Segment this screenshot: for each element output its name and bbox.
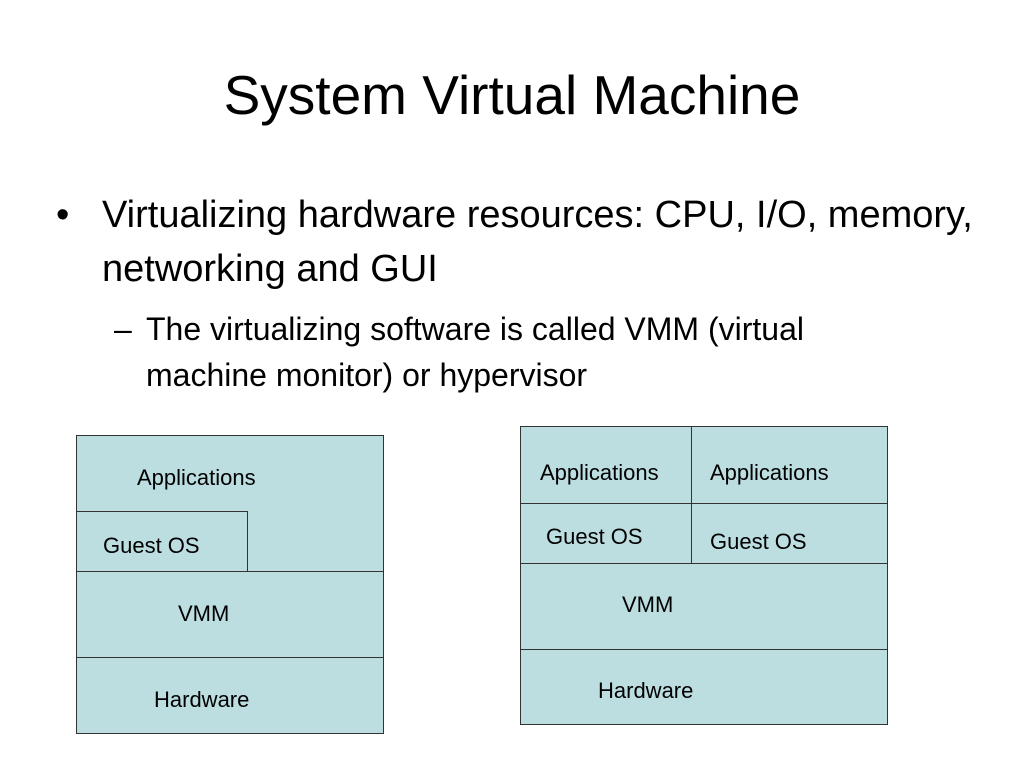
applications-layer-vm1	[520, 426, 692, 504]
guest-os-label-vm1: Guest OS	[546, 524, 643, 549]
guest-os-layer-vm1	[520, 503, 692, 564]
guest-os-layer	[76, 511, 248, 572]
vmm-layer	[76, 571, 384, 658]
slide-title: System Virtual Machine	[223, 64, 801, 126]
hardware-label: Hardware	[154, 687, 250, 712]
vmm-label: VMM	[622, 592, 674, 617]
sub-bullet-point: – The virtualizing software is called VM…	[114, 306, 914, 398]
vmm-label: VMM	[178, 601, 230, 626]
guest-os-label-vm2: Guest OS	[710, 529, 807, 554]
applications-label-vm1: Applications	[540, 460, 659, 485]
bullet-text: Virtualizing hardware resources: CPU, I/…	[102, 194, 973, 290]
guest-os-label: Guest OS	[103, 533, 200, 558]
bullet-marker: •	[56, 194, 70, 236]
applications-layer-vm2	[691, 426, 888, 504]
multi-vm-diagram: Applications Applications Guest OS Guest…	[520, 426, 888, 725]
sub-bullet-marker: –	[114, 311, 132, 347]
hardware-layer	[520, 649, 888, 725]
hardware-layer	[76, 657, 384, 734]
applications-label: Applications	[137, 465, 256, 490]
single-vm-diagram: Applications Guest OS VMM Hardware	[76, 435, 384, 734]
applications-label-vm2: Applications	[710, 460, 829, 485]
hardware-label: Hardware	[598, 678, 694, 703]
sub-bullet-text: The virtualizing software is called VMM …	[146, 311, 804, 393]
vmm-layer	[520, 563, 888, 650]
guest-os-layer-vm2	[691, 503, 888, 564]
bullet-point: • Virtualizing hardware resources: CPU, …	[56, 188, 996, 296]
